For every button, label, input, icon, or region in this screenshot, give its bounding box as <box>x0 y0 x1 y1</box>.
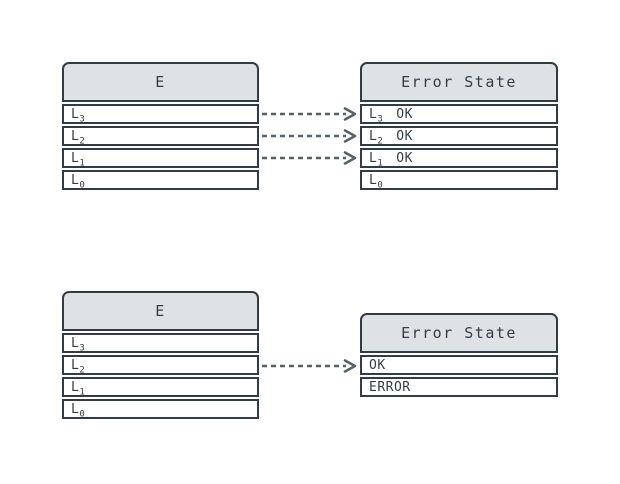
table-e-bottom: E L3 L2 L1 L0 <box>62 291 259 419</box>
row-label-base: L <box>71 401 80 417</box>
table-row: L2 <box>62 355 259 375</box>
row-label-sub: 2 <box>79 365 86 376</box>
table-title: Error State <box>360 62 558 102</box>
row-label-sub: 2 <box>79 136 86 147</box>
row-label-base: L <box>71 106 80 122</box>
table-error-state-bottom: Error State OK ERROR <box>360 313 558 397</box>
row-label: L0 <box>71 401 86 420</box>
row-label-sub: 1 <box>377 158 384 169</box>
row-label-base: L <box>369 150 378 166</box>
table-row: OK <box>360 355 558 375</box>
row-label: L1 <box>369 150 384 169</box>
row-label-base: L <box>71 150 80 166</box>
row-label-base: L <box>71 357 80 373</box>
row-label-base: L <box>71 128 80 144</box>
row-label: L3 <box>71 335 86 354</box>
table-row: L0 <box>62 170 259 190</box>
table-title: E <box>62 62 259 102</box>
table-title: E <box>62 291 259 331</box>
arrow-l2-to-l2-ok <box>262 129 357 143</box>
row-label: L1 <box>71 150 86 169</box>
row-status: OK <box>396 128 413 144</box>
table-row: L2 <box>62 126 259 146</box>
row-label-sub: 3 <box>79 343 86 354</box>
row-label-sub: 0 <box>79 180 86 191</box>
row-label: OK <box>369 357 386 373</box>
table-row: L3 OK <box>360 104 558 124</box>
row-label-sub: 0 <box>377 180 384 191</box>
row-label: L0 <box>369 172 384 191</box>
row-label: ERROR <box>369 379 411 395</box>
table-row: L1 OK <box>360 148 558 168</box>
row-label-base: L <box>369 106 378 122</box>
row-label-sub: 1 <box>79 158 86 169</box>
table-row: ERROR <box>360 377 558 397</box>
row-label: L2 <box>71 357 86 376</box>
table-row: L0 <box>360 170 558 190</box>
arrow-l3-to-l3-ok <box>262 107 357 121</box>
row-label-sub: 3 <box>377 114 384 125</box>
row-label-sub: 3 <box>79 114 86 125</box>
row-label-base: L <box>71 172 80 188</box>
row-label: L2 <box>369 128 384 147</box>
row-label: L2 <box>71 128 86 147</box>
table-row: L2 OK <box>360 126 558 146</box>
table-row: L0 <box>62 399 259 419</box>
table-row: L1 <box>62 377 259 397</box>
row-status: OK <box>396 150 413 166</box>
row-label-base: L <box>369 172 378 188</box>
table-title: Error State <box>360 313 558 353</box>
row-status: OK <box>396 106 413 122</box>
table-row: L1 <box>62 148 259 168</box>
row-label-base: L <box>369 128 378 144</box>
row-label-sub: 1 <box>79 387 86 398</box>
arrow-l2-to-ok <box>262 359 357 373</box>
row-label: L3 <box>369 106 384 125</box>
row-label: L1 <box>71 379 86 398</box>
arrow-l1-to-l1-ok <box>262 151 357 165</box>
table-row: L3 <box>62 333 259 353</box>
row-label-sub: 2 <box>377 136 384 147</box>
table-row: L3 <box>62 104 259 124</box>
row-label: L3 <box>71 106 86 125</box>
table-e-top: E L3 L2 L1 L0 <box>62 62 259 190</box>
row-label-base: L <box>71 379 80 395</box>
row-label: L0 <box>71 172 86 191</box>
row-label-base: L <box>71 335 80 351</box>
row-label-sub: 0 <box>79 409 86 420</box>
